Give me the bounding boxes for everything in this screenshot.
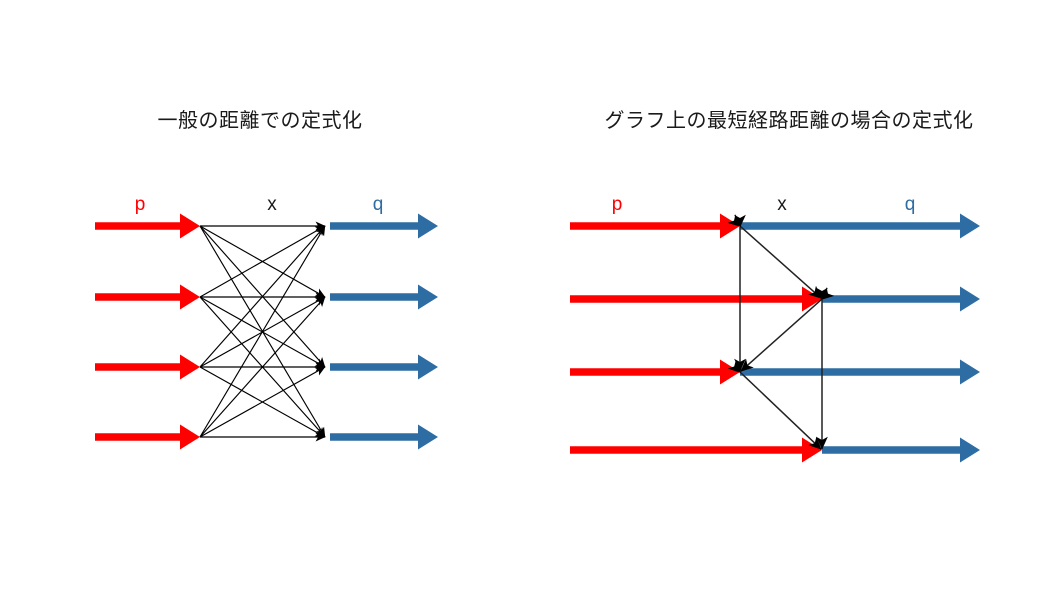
panel-title-general-distance: 一般の距離での定式化 xyxy=(157,110,363,132)
right-red-arrows xyxy=(570,213,822,463)
column-label-p-left: p xyxy=(134,194,146,215)
right-graph-edges xyxy=(727,214,835,450)
red-arrow-row-0 xyxy=(570,213,740,239)
bipartite-edge-4 xyxy=(199,225,326,298)
red-arrow-row-1 xyxy=(95,284,200,310)
red-arrow-row-2 xyxy=(95,354,200,380)
blue-arrow-row-3 xyxy=(330,424,438,450)
right-blue-arrows xyxy=(740,213,980,463)
left-bipartite-edges xyxy=(199,221,326,442)
red-arrow-row-2 xyxy=(570,359,740,385)
red-arrow-row-1 xyxy=(570,286,822,312)
red-arrow-row-3 xyxy=(570,437,822,463)
panel-general-distance: 一般の距離での定式化 xyxy=(0,0,520,595)
column-label-p-right: p xyxy=(611,194,623,215)
bipartite-edge-12 xyxy=(199,225,326,438)
red-arrow-row-3 xyxy=(95,424,200,450)
blue-arrow-row-1 xyxy=(822,286,980,312)
graph-edge-1 xyxy=(727,214,822,299)
column-label-x-left: x xyxy=(267,194,277,215)
column-label-q-right: q xyxy=(904,194,916,215)
blue-arrow-row-2 xyxy=(740,359,980,385)
left-blue-arrows xyxy=(330,213,438,450)
graph-edge-2 xyxy=(740,287,835,372)
blue-arrow-row-0 xyxy=(330,213,438,239)
bipartite-edge-13 xyxy=(199,296,326,438)
blue-arrow-row-2 xyxy=(330,354,438,380)
bipartite-edge-8 xyxy=(199,225,326,368)
left-red-arrows xyxy=(95,213,200,450)
blue-arrow-row-0 xyxy=(740,213,980,239)
blue-arrow-row-1 xyxy=(330,284,438,310)
column-label-x-right: x xyxy=(777,194,787,215)
blue-arrow-row-3 xyxy=(822,437,980,463)
bipartite-edge-14 xyxy=(199,366,326,438)
graph-edge-4 xyxy=(727,359,822,450)
panel-title-shortest-path-distance: グラフ上の最短経路距離の場合の定式化 xyxy=(604,110,974,132)
column-label-q-left: q xyxy=(372,194,384,215)
red-arrow-row-0 xyxy=(95,213,200,239)
panel-shortest-path-distance: グラフ上の最短経路距離の場合の定式化 xyxy=(520,0,1058,595)
